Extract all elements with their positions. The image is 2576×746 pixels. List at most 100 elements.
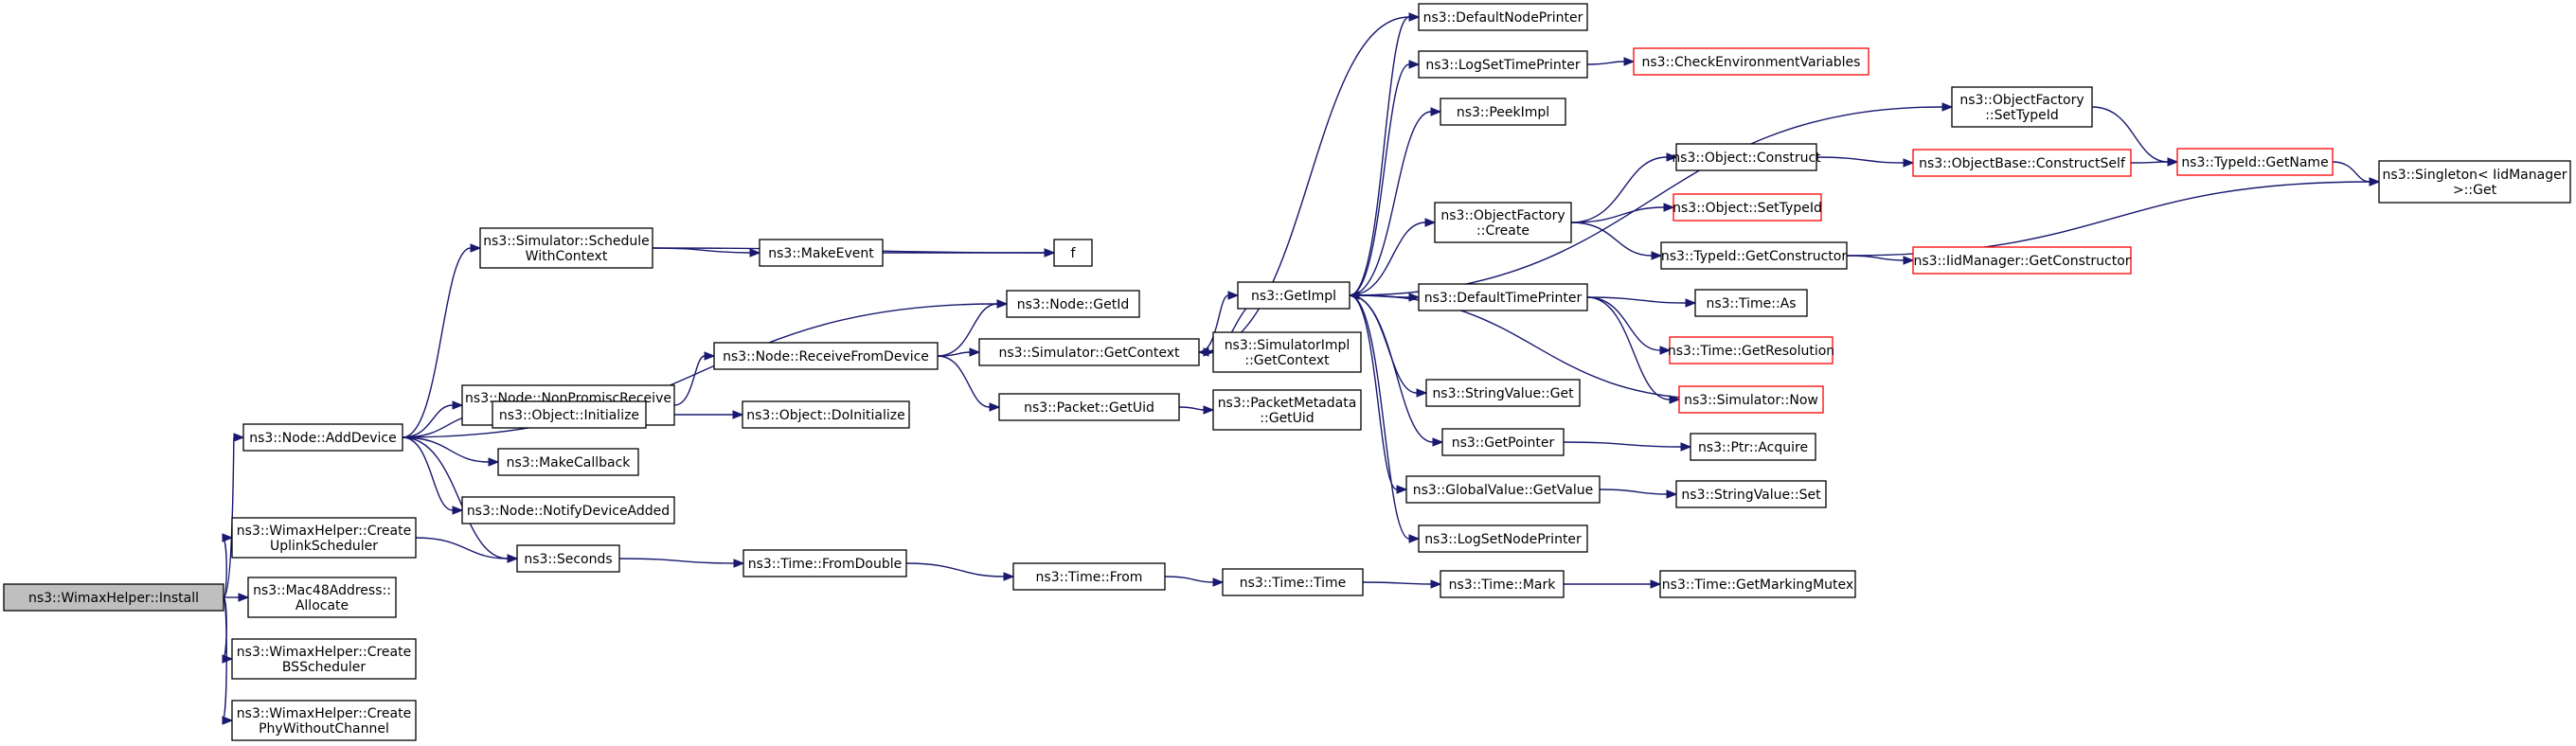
node-mac48[interactable]: ns3::Mac48Address::Allocate xyxy=(247,577,397,618)
node-time-time[interactable]: ns3::Time::Time xyxy=(1222,568,1364,596)
node-make-callback[interactable]: ns3::MakeCallback xyxy=(497,448,639,476)
node-global-value-get[interactable]: ns3::GlobalValue::GetValue xyxy=(1405,475,1601,504)
node-get-impl[interactable]: ns3::GetImpl xyxy=(1237,281,1351,310)
node-do-initialize[interactable]: ns3::Object::DoInitialize xyxy=(742,400,910,429)
edge-arrowhead xyxy=(1666,489,1678,499)
node-from-double[interactable]: ns3::Time::FromDouble xyxy=(742,549,907,577)
edge-line xyxy=(402,303,998,438)
node-label: ns3::Node::GetId xyxy=(1017,297,1129,312)
node-receive-from-device[interactable]: ns3::Node::ReceiveFromDevice xyxy=(713,342,939,370)
node-type-id-get-constructor[interactable]: ns3::TypeId::GetConstructor xyxy=(1660,241,1848,270)
node-sim-now[interactable]: ns3::Simulator::Now xyxy=(1678,385,1824,414)
node-obj-factory-set-type-id[interactable]: ns3::ObjectFactory::SetTypeId xyxy=(1951,86,2093,128)
node-time-get-resolution[interactable]: ns3::Time::GetResolution xyxy=(1668,336,1834,364)
edge-arrowhead xyxy=(1651,251,1663,260)
edge-type-id-get-constructor-to-iid-get-constructor xyxy=(1846,255,1915,265)
edge-make-event-to-f xyxy=(882,248,1056,258)
node-label: ns3::Simulator::Schedule xyxy=(483,234,650,249)
node-obj-construct[interactable]: ns3::Object::Construct xyxy=(1672,143,1821,171)
node-label: ns3::StringValue::Get xyxy=(1432,386,1574,401)
edge-default-time-printer-to-time-get-resolution xyxy=(1586,296,1672,355)
node-sim-get-context[interactable]: ns3::Simulator::GetContext xyxy=(978,338,1200,366)
edge-arrowhead xyxy=(1432,437,1444,447)
node-obj-set-type-id[interactable]: ns3::Object::SetTypeId xyxy=(1673,193,1822,222)
node-box xyxy=(1053,239,1093,267)
node-check-env-vars[interactable]: ns3::CheckEnvironmentVariables xyxy=(1633,47,1869,76)
node-iid-get-constructor[interactable]: ns3::IidManager::GetConstructor xyxy=(1912,246,2132,275)
node-box xyxy=(713,342,939,370)
node-pkt-meta-get-uid[interactable]: ns3::PacketMetadata::GetUid xyxy=(1212,389,1362,431)
node-box xyxy=(1675,480,1827,508)
edge-line xyxy=(402,436,454,511)
node-obj-factory-create[interactable]: ns3::ObjectFactory::Create xyxy=(1434,202,1572,243)
node-box xyxy=(759,239,884,267)
node-type-id-get-name[interactable]: ns3::TypeId::GetName xyxy=(2176,148,2334,176)
node-add-device[interactable]: ns3::Node::AddDevice xyxy=(242,423,403,452)
node-log-set-time-printer[interactable]: ns3::LogSetTimePrinter xyxy=(1418,50,1588,79)
node-box xyxy=(1678,385,1824,414)
node-label: f xyxy=(1071,246,1077,261)
node-label: ns3::Time::Time xyxy=(1240,576,1346,591)
edge-arrowhead xyxy=(1197,347,1209,357)
node-string-value-set[interactable]: ns3::StringValue::Set xyxy=(1675,480,1827,508)
node-label: ns3::Node::ReceiveFromDevice xyxy=(723,349,929,364)
node-install[interactable]: ns3::WimaxHelper::Install xyxy=(3,583,224,612)
node-singleton-get[interactable]: ns3::Singleton< IidManager >::Get xyxy=(2378,160,2571,204)
node-time-mark[interactable]: ns3::Time::Mark xyxy=(1440,570,1565,598)
node-default-time-printer[interactable]: ns3::DefaultTimePrinter xyxy=(1418,283,1588,311)
node-obj-init[interactable]: ns3::Object::Initialize xyxy=(492,400,647,429)
node-label: ns3::Object::DoInitialize xyxy=(746,408,904,423)
node-box xyxy=(1912,149,2132,177)
node-sim-impl-get-context[interactable]: ns3::SimulatorImpl::GetContext xyxy=(1212,331,1362,373)
edge-arrowhead xyxy=(222,533,234,542)
node-time-from[interactable]: ns3::Time::From xyxy=(1012,562,1166,591)
edge-get-pointer-to-ptr-acquire xyxy=(1563,441,1692,452)
node-label: ns3::PacketMetadata xyxy=(1218,396,1357,411)
node-box xyxy=(1212,389,1362,431)
node-box xyxy=(231,517,417,559)
node-label: ns3::PeekImpl xyxy=(1457,105,1549,120)
node-string-value-get[interactable]: ns3::StringValue::Get xyxy=(1425,379,1581,407)
node-label: ns3::ObjectFactory xyxy=(1959,93,2084,108)
node-make-event[interactable]: ns3::MakeEvent xyxy=(759,239,884,267)
node-box xyxy=(1694,289,1808,317)
edge-add-device-to-notify-dev-added xyxy=(402,436,464,515)
node-seconds[interactable]: ns3::Seconds xyxy=(516,544,620,573)
node-box xyxy=(242,423,403,452)
node-ptr-acquire[interactable]: ns3::Ptr::Acquire xyxy=(1690,433,1816,461)
edge-get-impl-to-get-pointer xyxy=(1349,294,1444,447)
edge-arrowhead xyxy=(222,654,234,664)
node-get-pointer[interactable]: ns3::GetPointer xyxy=(1441,428,1565,456)
node-label: ns3::MakeCallback xyxy=(507,455,632,471)
node-label: ns3::Simulator::Now xyxy=(1684,393,1818,408)
edge-obj-base-construct-self-to-type-id-get-name xyxy=(2130,157,2179,167)
edge-arrowhead xyxy=(1430,107,1442,116)
node-time-get-marking-mutex[interactable]: ns3::Time::GetMarkingMutex xyxy=(1659,570,1856,598)
edge-arrowhead xyxy=(1348,291,1360,300)
node-f[interactable]: f xyxy=(1053,239,1093,267)
node-create-phy[interactable]: ns3::WimaxHelper::CreatePhyWithoutChanne… xyxy=(231,700,417,741)
edge-line xyxy=(905,562,1005,577)
edge-line xyxy=(1349,106,1943,296)
node-packet-get-uid[interactable]: ns3::Packet::GetUid xyxy=(998,393,1180,421)
node-label: ns3::WimaxHelper::Create xyxy=(237,645,411,660)
node-notify-dev-added[interactable]: ns3::Node::NotifyDeviceAdded xyxy=(461,496,675,524)
node-label: ns3::MakeEvent xyxy=(768,246,874,261)
node-label: ns3::Object::SetTypeId xyxy=(1673,201,1822,216)
node-log-set-node-printer[interactable]: ns3::LogSetNodePrinter xyxy=(1418,524,1588,553)
node-peek-impl[interactable]: ns3::PeekImpl xyxy=(1440,98,1566,126)
edge-arrowhead xyxy=(749,248,761,258)
node-node-get-id[interactable]: ns3::Node::GetId xyxy=(1006,290,1140,318)
edge-arrowhead xyxy=(1416,388,1428,398)
edge-arrowhead xyxy=(1408,534,1421,543)
node-time-as[interactable]: ns3::Time::As xyxy=(1694,289,1808,317)
edge-arrowhead xyxy=(1669,395,1681,404)
node-box xyxy=(231,700,417,741)
node-default-node-printer[interactable]: ns3::DefaultNodePrinter xyxy=(1418,3,1588,31)
node-obj-base-construct-self[interactable]: ns3::ObjectBase::ConstructSelf xyxy=(1912,149,2132,177)
node-box xyxy=(3,583,224,612)
